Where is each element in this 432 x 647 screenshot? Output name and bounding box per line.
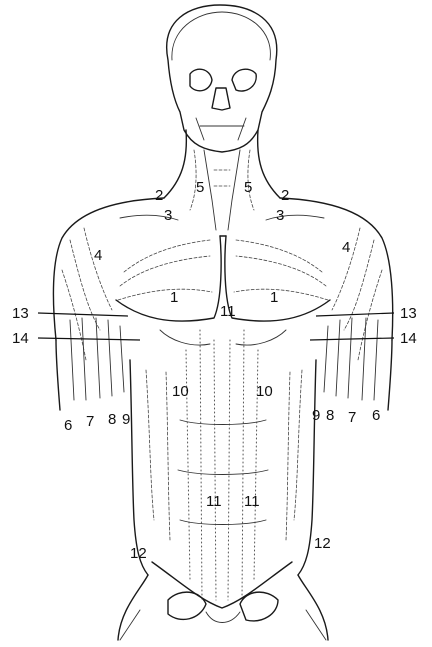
label-10-right: 10 [256,383,273,400]
label-8-right: 8 [326,407,334,424]
label-6-right: 6 [372,407,380,424]
torso [130,330,316,600]
label-11-low-right: 11 [244,493,260,510]
label-8-left: 8 [108,411,116,428]
skull [167,5,277,152]
arms [56,318,392,410]
label-13-right: 13 [400,305,417,322]
pelvis [118,562,328,640]
label-4-right: 4 [342,239,350,256]
leader-13-right [316,313,394,316]
label-14-right: 14 [400,330,417,347]
neck [164,130,280,230]
label-11-low-left: 11 [206,493,222,510]
label-5-right: 5 [244,179,252,196]
leader-14-left [38,338,140,340]
label-9-right: 9 [312,407,320,424]
label-11-top: 11 [220,303,236,320]
label-12-right: 12 [314,535,331,552]
label-1-right: 1 [270,289,278,306]
leader-13-left [38,313,128,316]
label-14-left: 14 [12,330,29,347]
label-13-left: 13 [12,305,29,322]
label-7-left: 7 [86,413,94,430]
label-4-left: 4 [94,247,102,264]
label-3-left: 3 [164,207,172,224]
label-2-right: 2 [281,187,289,204]
label-12-left: 12 [130,545,147,562]
label-6-left: 6 [64,417,72,434]
label-2-left: 2 [155,187,163,204]
chest [116,236,330,345]
leader-lines [38,313,394,340]
leader-14-right [310,338,394,340]
label-1-left: 1 [170,289,178,306]
label-9-left: 9 [122,411,130,428]
label-10-left: 10 [172,383,189,400]
label-7-right: 7 [348,409,356,426]
shoulders [54,198,393,360]
label-3-right: 3 [276,207,284,224]
label-5-left: 5 [196,179,204,196]
